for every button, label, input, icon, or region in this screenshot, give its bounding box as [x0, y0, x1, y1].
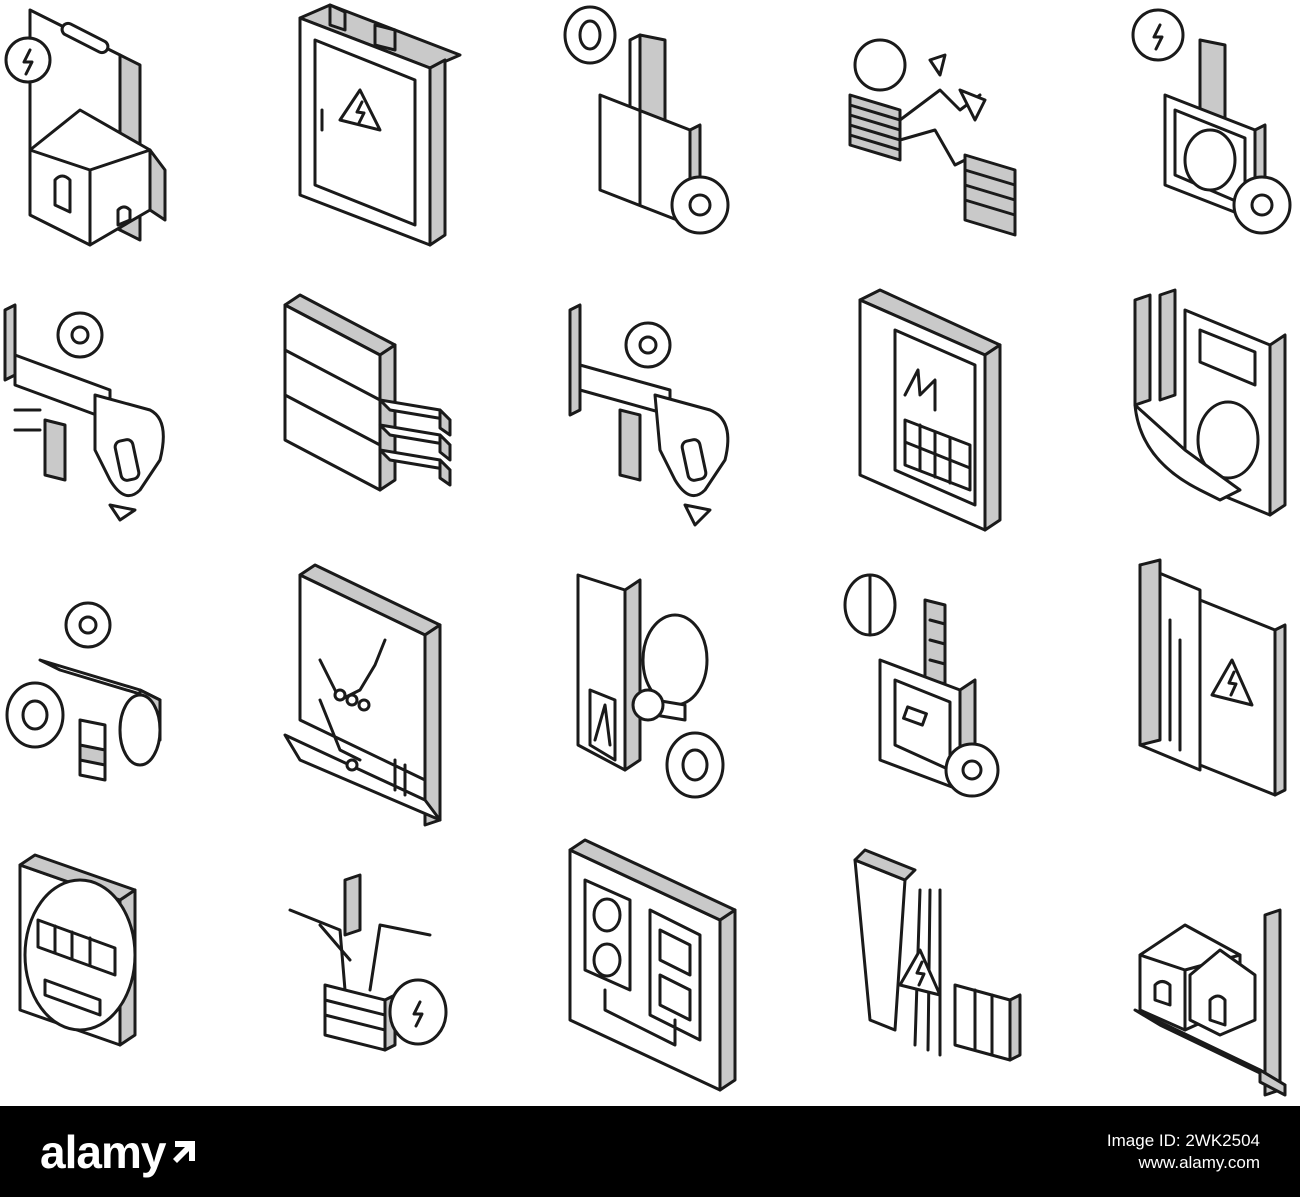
cables-with-meter-icon: [288, 873, 448, 1052]
brand-name: alamy: [40, 1126, 166, 1178]
icon-grid: [3, 3, 1292, 1097]
circuit-board-panel-icon: [858, 288, 1002, 532]
brand-logo: alamy: [40, 1124, 199, 1180]
digital-counter-meter-icon: [18, 853, 137, 1047]
switch-bulb-icon: [576, 573, 725, 799]
gear-wheel-tool-icon: [5, 601, 162, 782]
round-meter-with-gear-icon: [1131, 8, 1292, 235]
site-url: www.alamy.com: [1138, 1153, 1260, 1172]
warning-cable-sheath-icon: [853, 848, 1022, 1062]
house-power-line-icon: [1133, 908, 1287, 1097]
warning-door-panel-icon: [1138, 558, 1287, 797]
gear-clamp-tool-icon: [3, 303, 165, 522]
thermometer-meter-gear-icon: [843, 573, 1000, 798]
gear-clamp-tool-icon: [568, 303, 730, 527]
arrow-icon: [173, 1141, 196, 1163]
electrical-cabinet-warning-icon: [298, 3, 462, 247]
wiring-diagram-panel-icon: [283, 563, 442, 827]
cable-bundles-icon: [848, 38, 1017, 237]
image-id-block: Image ID: 2WK2504 www.alamy.com: [1107, 1130, 1260, 1174]
house-meter-card-icon: [4, 8, 167, 247]
clamp-meter-icon: [1133, 288, 1287, 517]
meter-with-gear-icon: [563, 5, 730, 235]
panel-with-cables-icon: [283, 293, 452, 492]
image-id-label: Image ID: 2WK2504: [1106, 1131, 1260, 1150]
footer-bar: alamy Image ID: 2WK2504 www.alamy.com: [0, 1106, 1300, 1197]
switch-socket-panel-icon: [568, 838, 737, 1092]
